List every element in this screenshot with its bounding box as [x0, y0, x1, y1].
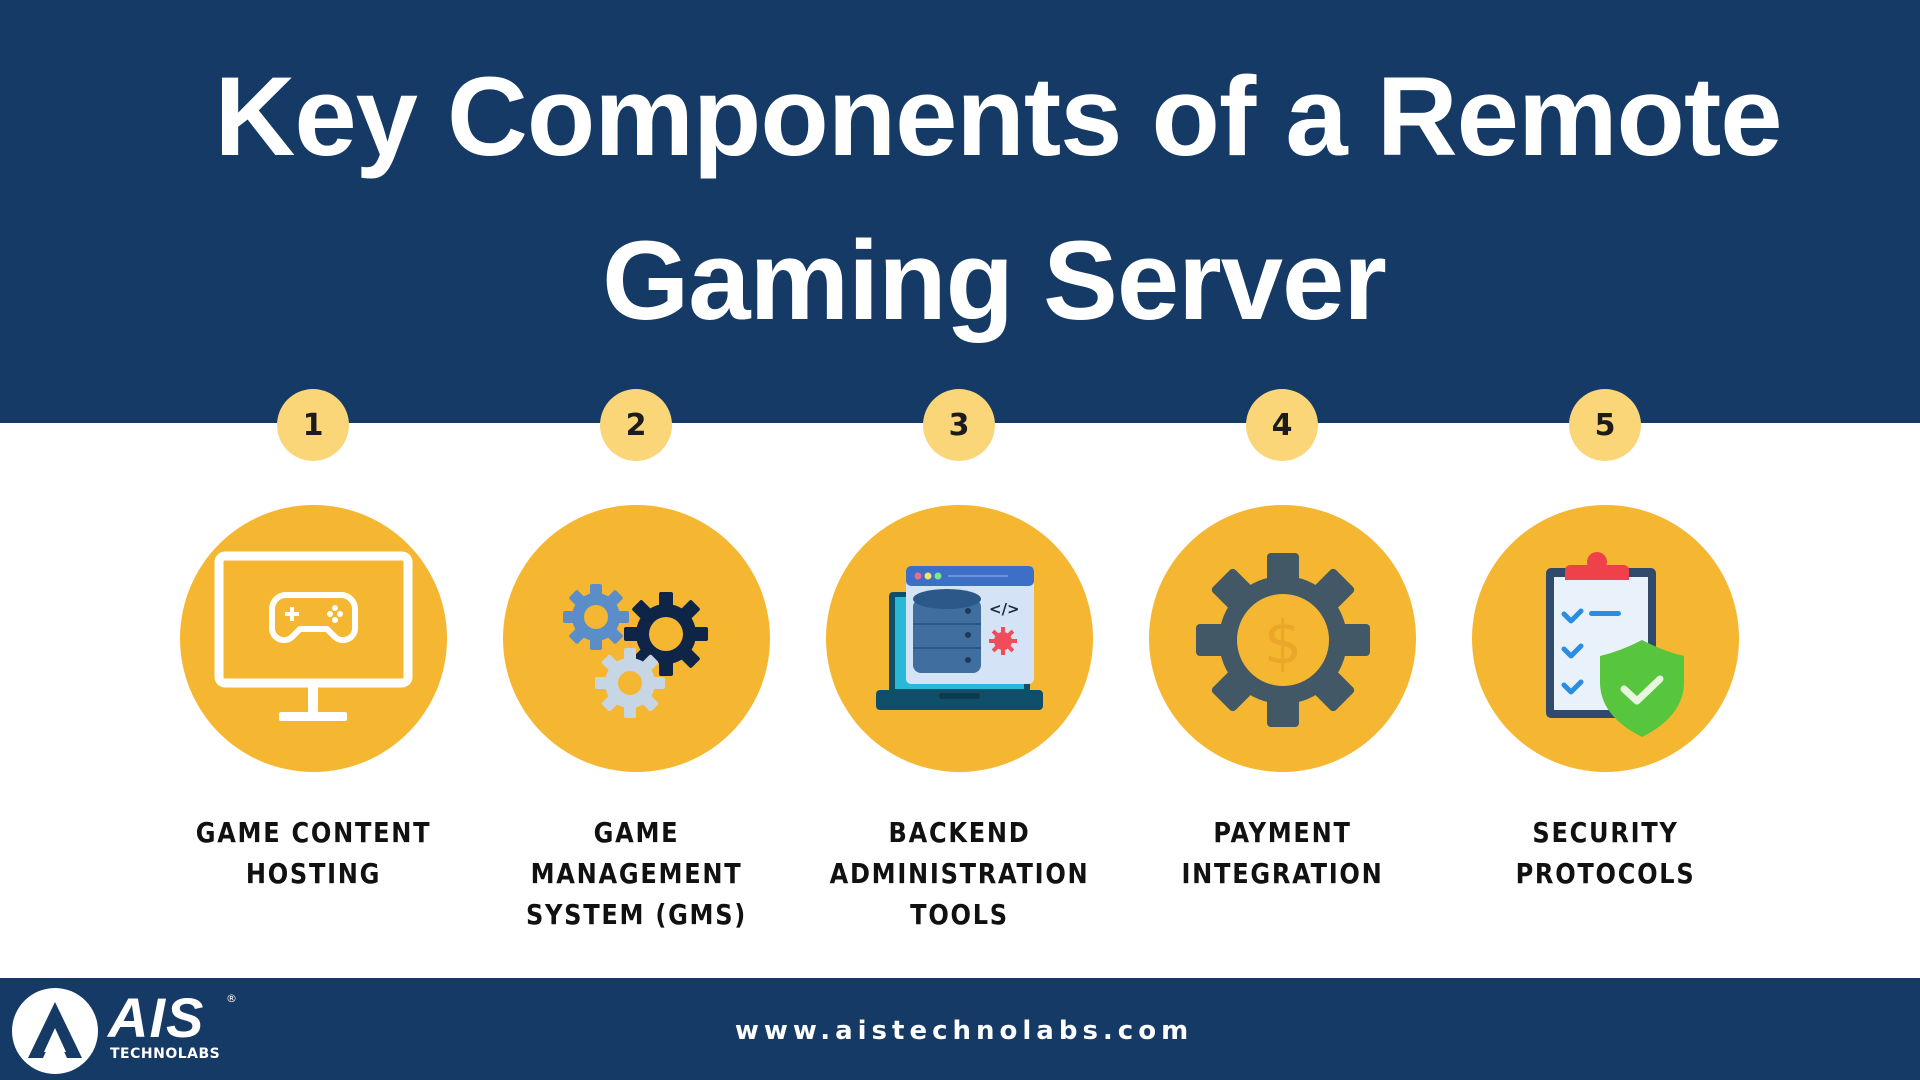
monitor-gamepad-icon: [214, 551, 413, 721]
step-badge: 1: [277, 389, 349, 461]
component-label: GAME MANAGEMENT SYSTEM (GMS): [525, 816, 748, 931]
icon-circle: $: [1149, 505, 1416, 772]
component-game-content-hosting: 1 GAME CONTENT HOSTING: [152, 0, 475, 980]
icon-circle: [1472, 505, 1739, 772]
component-game-management-system: 2: [475, 0, 798, 980]
component-label: PAYMENT INTEGRATION: [1181, 816, 1384, 890]
svg-text:</>: </>: [989, 600, 1020, 618]
logo-text: AIS: [108, 986, 205, 1049]
gears-icon: [563, 584, 708, 718]
component-label: BACKEND ADMINISTRATION TOOLS: [829, 816, 1090, 931]
step-badge: 4: [1246, 389, 1318, 461]
title-line-2: Gaming Server: [602, 218, 1387, 343]
component-security-protocols: 5 SECURITY PROTOCOLS: [1444, 0, 1767, 980]
company-logo: AIS ® TECHNOLABS: [12, 986, 237, 1074]
icon-circle: </>: [826, 505, 1093, 772]
title-line-1: Key Components of a Remote: [214, 54, 1782, 179]
gear-dollar-icon: $: [1196, 553, 1370, 727]
component-backend-administration-tools: 3 </>: [798, 0, 1121, 980]
header-band: [0, 0, 1920, 423]
registered-mark: ®: [226, 992, 237, 1005]
logo-a-icon: [12, 988, 98, 1074]
footer: AIS ® TECHNOLABS www.aistechnolabs.com: [0, 978, 1920, 1080]
component-payment-integration: 4 $ PAYMENT INTEGRATION: [1121, 0, 1444, 980]
component-label: SECURITY PROTOCOLS: [1515, 816, 1696, 890]
clipboard-shield-check-icon: [1546, 552, 1684, 737]
icon-circle: [180, 505, 447, 772]
icon-circle: [503, 505, 770, 772]
step-badge: 5: [1569, 389, 1641, 461]
step-badge: 3: [923, 389, 995, 461]
component-label: GAME CONTENT HOSTING: [195, 816, 432, 890]
laptop-database-code-icon: </>: [876, 566, 1043, 710]
svg-text:$: $: [1264, 608, 1302, 678]
step-badge: 2: [600, 389, 672, 461]
logo-subtext: TECHNOLABS: [110, 1046, 221, 1062]
website-url[interactable]: www.aistechnolabs.com: [734, 1016, 1194, 1046]
